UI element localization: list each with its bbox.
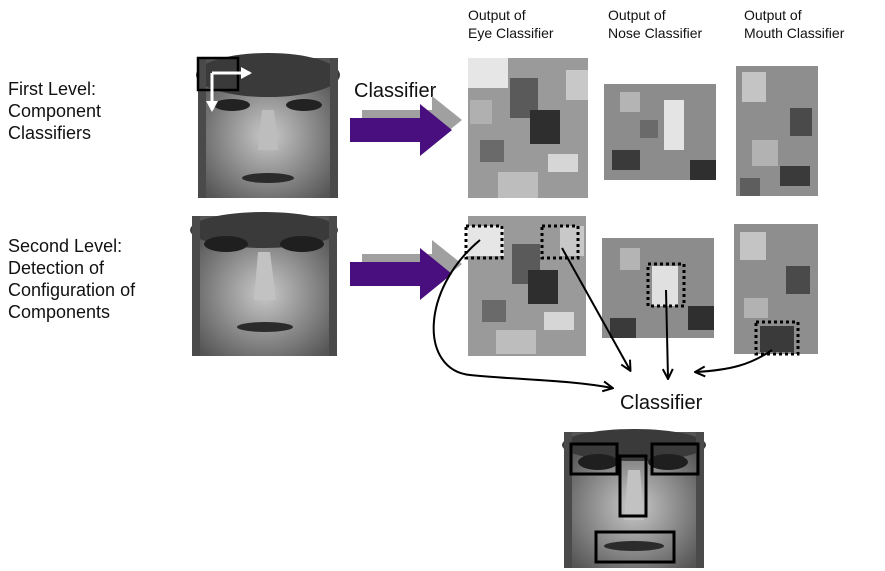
row1-line3: Classifiers (8, 123, 92, 143)
combiner-classifier-label: Classifier (620, 392, 703, 414)
arrow-bottom (350, 240, 462, 300)
row2-line1: Second Level: (8, 236, 123, 256)
row-label-first-level: First Level: Component Classifiers (8, 78, 101, 144)
header-nose-line1: Output of (608, 7, 666, 23)
row2-line3: Configuration of (8, 280, 136, 300)
row1-line1: First Level: (8, 79, 97, 99)
eye-output-middle (468, 216, 586, 356)
row2-line4: Components (8, 302, 111, 322)
face-image-top (196, 53, 340, 198)
mouth-output-top (736, 66, 818, 196)
header-nose-line2: Nose Classifier (608, 25, 703, 41)
header-eye: Output of Eye Classifier (468, 6, 554, 42)
header-mouth-line1: Output of (744, 7, 802, 23)
arrow-classifier-label: Classifier (354, 80, 437, 102)
nose-output-top (604, 84, 716, 180)
row2-line2: Detection of (8, 258, 105, 278)
result-face (562, 429, 706, 568)
header-mouth: Output of Mouth Classifier (744, 6, 844, 42)
header-mouth-line2: Mouth Classifier (744, 25, 845, 41)
combiner-arrows (432, 239, 773, 388)
face-image-middle (190, 212, 338, 356)
arrow-top (350, 96, 462, 156)
row1-line2: Component (8, 101, 102, 121)
row-label-second-level: Second Level: Detection of Configuration… (8, 235, 135, 323)
nose-output-middle (602, 238, 714, 338)
mouth-output-middle (734, 224, 818, 354)
eye-output-top (468, 58, 588, 198)
header-nose: Output of Nose Classifier (608, 6, 702, 42)
header-eye-line2: Eye Classifier (468, 25, 554, 41)
header-eye-line1: Output of (468, 7, 526, 23)
